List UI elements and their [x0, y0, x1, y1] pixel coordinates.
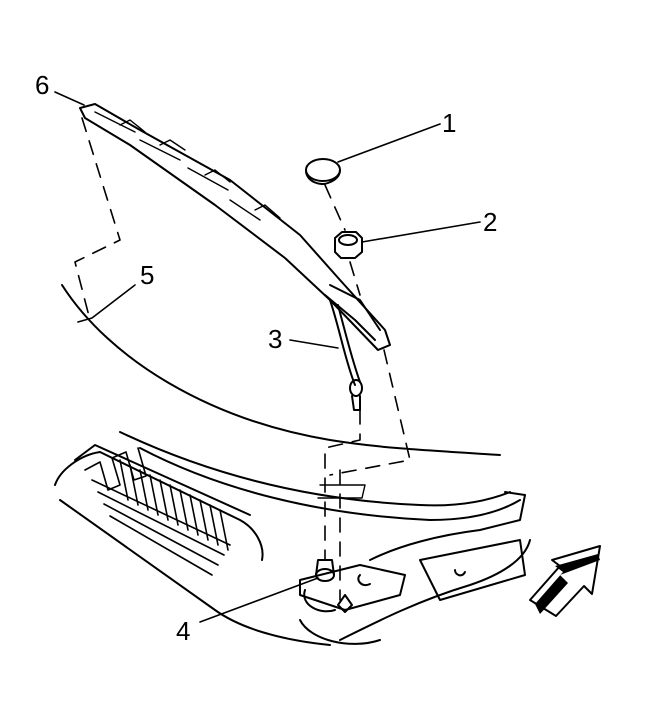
callout-3: 3 [268, 324, 283, 354]
cowl-grille [84, 447, 231, 576]
windshield-edge [61, 284, 501, 456]
hood-edge [339, 539, 531, 641]
leader-2 [361, 221, 481, 243]
pivot-base [299, 619, 381, 645]
front-direction-arrow-icon [529, 545, 601, 617]
windshield-lower-molding [119, 431, 511, 507]
leader-4 [199, 577, 319, 623]
leader-1 [337, 123, 441, 163]
nut-cap [305, 158, 341, 182]
leader-5 [77, 284, 136, 323]
callout-5: 5 [140, 260, 155, 290]
retaining-nut [334, 231, 363, 259]
callout-1: 1 [442, 108, 457, 138]
callout-2: 2 [483, 207, 498, 237]
washer-hose [329, 299, 356, 386]
alignment-lines [74, 117, 411, 601]
leader-6 [54, 91, 85, 106]
callout-6: 6 [35, 70, 50, 100]
leader-3 [289, 339, 339, 349]
wiper-arm [79, 103, 391, 351]
callout-4: 4 [176, 616, 191, 646]
